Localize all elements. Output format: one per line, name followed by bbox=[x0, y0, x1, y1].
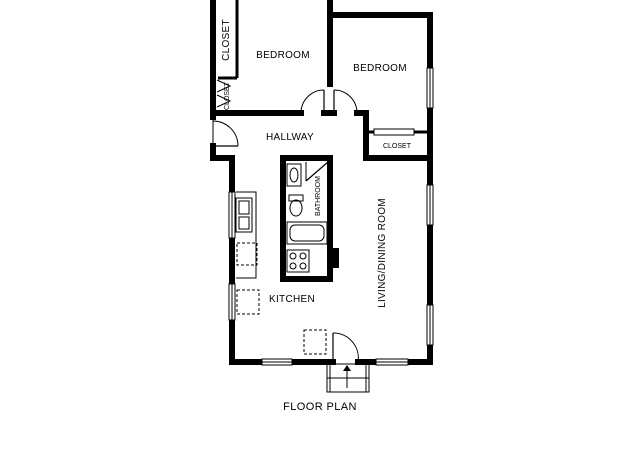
room-label-bathroom: BATHROOM bbox=[315, 176, 322, 216]
room-label-closet-tall: CLOSET bbox=[221, 19, 232, 61]
room-label-kitchen: KITCHEN bbox=[269, 294, 315, 305]
room-label-closet-small: CLOSET bbox=[224, 81, 231, 110]
plan-caption: FLOOR PLAN bbox=[283, 401, 357, 413]
room-label-bedroom-left: BEDROOM bbox=[256, 50, 310, 61]
entry-step bbox=[326, 363, 370, 393]
room-label-living-dining: LIVING/DINING ROOM bbox=[377, 198, 388, 308]
room-label-hallway: HALLWAY bbox=[266, 132, 314, 143]
room-label-closet-right: CLOSET bbox=[383, 143, 412, 150]
windows bbox=[228, 67, 434, 366]
room-label-bedroom-right: BEDROOM bbox=[353, 63, 407, 74]
fixtures bbox=[235, 163, 328, 355]
doors bbox=[212, 79, 359, 363]
